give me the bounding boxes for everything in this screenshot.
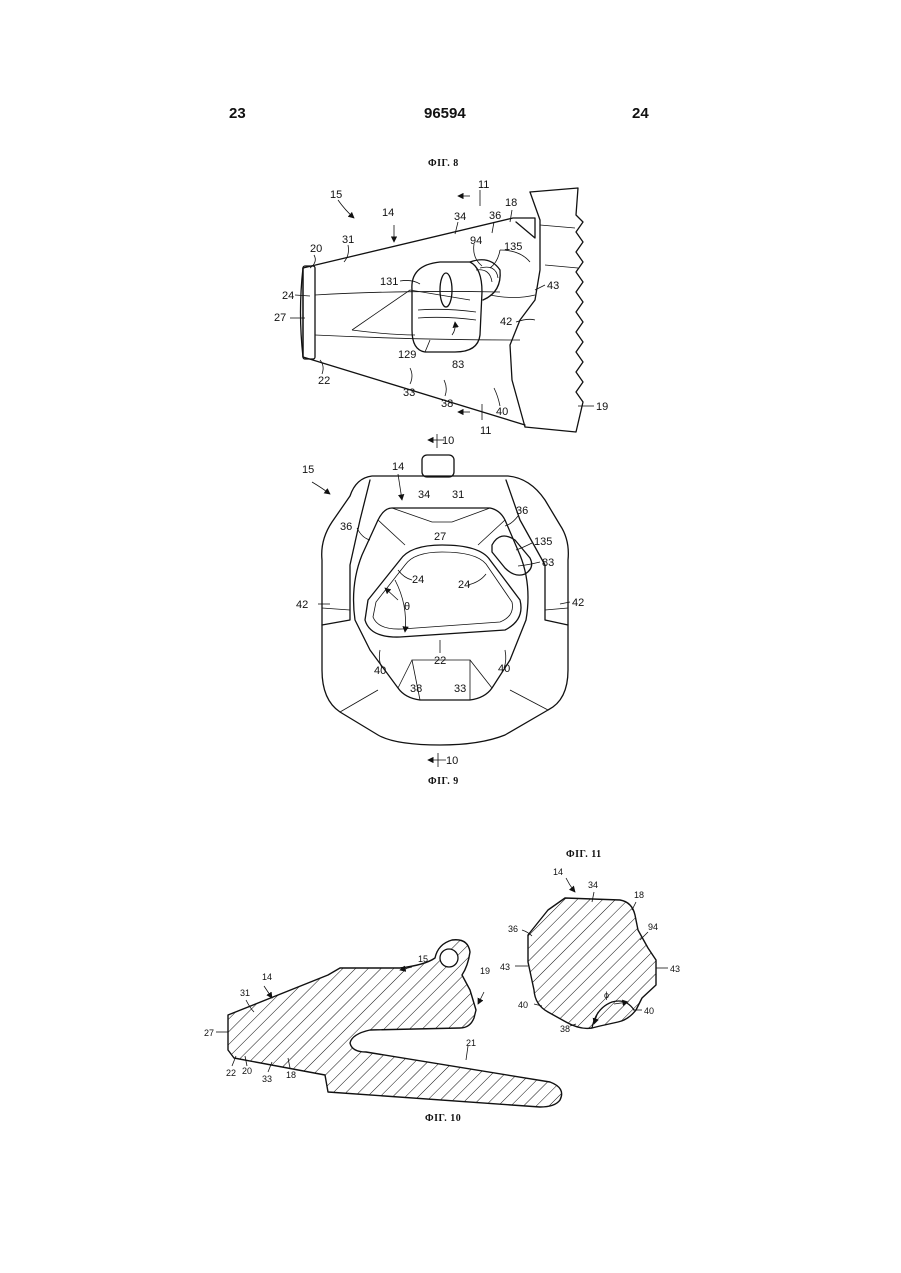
fig9-drawing: 10 15 14 34 31 36 36 27 135 83 24 24 42 … xyxy=(296,434,584,767)
fig11-label-34: 34 xyxy=(588,880,598,890)
fig9-label-135: 135 xyxy=(534,536,552,548)
fig11-label-phi: ϕ xyxy=(604,990,609,1000)
fig9-label-40a: 40 xyxy=(374,665,386,677)
fig8-drawing: 15 14 11 34 36 18 20 31 94 135 131 24 43… xyxy=(274,179,608,437)
fig10-label-33: 33 xyxy=(262,1074,272,1084)
fig9-label-33: 33 xyxy=(454,683,466,695)
fig8-label-18: 18 xyxy=(505,197,517,209)
fig8-label-40: 40 xyxy=(496,406,508,418)
fig9-label-15: 15 xyxy=(302,464,314,476)
fig9-label-83: 83 xyxy=(542,557,554,569)
fig9-label-42b: 42 xyxy=(572,597,584,609)
fig9-label-24b: 24 xyxy=(458,579,470,591)
fig10-label-31: 31 xyxy=(240,988,250,998)
fig8-label-36: 36 xyxy=(489,210,501,222)
fig9-label-42a: 42 xyxy=(296,599,308,611)
fig8-label-31: 31 xyxy=(342,234,354,246)
fig11-drawing: 14 34 18 36 94 43 43 40 ϕ 40 38 xyxy=(500,867,680,1034)
fig8-label-131: 131 xyxy=(380,276,398,288)
fig8-label-38: 38 xyxy=(441,398,453,410)
fig8-label-94: 94 xyxy=(470,235,482,247)
fig8-label-22: 22 xyxy=(318,375,330,387)
fig9-label-31: 31 xyxy=(452,489,464,501)
fig9-label-34: 34 xyxy=(418,489,430,501)
fig11-label-43a: 43 xyxy=(500,962,510,972)
fig9-label-10a: 10 xyxy=(442,435,454,447)
fig11-label-38: 38 xyxy=(560,1024,570,1034)
fig8-label-83: 83 xyxy=(452,359,464,371)
fig8-label-34: 34 xyxy=(454,211,466,223)
fig9-label-36a: 36 xyxy=(340,521,352,533)
fig11-label-94: 94 xyxy=(648,922,658,932)
fig9-label-22: 22 xyxy=(434,655,446,667)
fig8-label-15: 15 xyxy=(330,189,342,201)
fig8-label-43: 43 xyxy=(547,280,559,292)
fig8-label-11a: 11 xyxy=(478,179,489,191)
fig10-label-20: 20 xyxy=(242,1066,252,1076)
fig10-label-22: 22 xyxy=(226,1068,236,1078)
fig10-label-15: 15 xyxy=(418,954,428,964)
fig11-label-40b: 40 xyxy=(644,1006,654,1016)
fig9-label-36b: 36 xyxy=(516,505,528,517)
fig10-label-18: 18 xyxy=(286,1070,296,1080)
fig8-label-20: 20 xyxy=(310,243,322,255)
fig9-label-24a: 24 xyxy=(412,574,424,586)
fig11-label-18: 18 xyxy=(634,890,644,900)
fig10-label-27: 27 xyxy=(204,1028,214,1038)
fig8-label-24: 24 xyxy=(282,290,294,302)
fig9-label-27: 27 xyxy=(434,531,446,543)
fig8-label-129: 129 xyxy=(398,349,416,361)
fig9-label-38: 38 xyxy=(410,683,422,695)
fig9-label-10b: 10 xyxy=(446,755,458,767)
fig8-label-14: 14 xyxy=(382,207,394,219)
fig11-label-36: 36 xyxy=(508,924,518,934)
fig9-label-40b: 40 xyxy=(498,663,510,675)
fig10-label-21: 21 xyxy=(466,1038,476,1048)
fig9-label-theta: θ xyxy=(404,601,410,613)
fig8-label-135: 135 xyxy=(504,241,522,253)
fig9-label-14: 14 xyxy=(392,461,404,473)
fig11-label-40a: 40 xyxy=(518,1000,528,1010)
fig8-label-27: 27 xyxy=(274,312,286,324)
fig8-label-19: 19 xyxy=(596,401,608,413)
fig10-label-19: 19 xyxy=(480,966,490,976)
fig8-label-42: 42 xyxy=(500,316,512,328)
fig8-label-11b: 11 xyxy=(480,425,491,437)
fig8-label-33: 33 xyxy=(403,387,415,399)
fig11-label-14: 14 xyxy=(553,867,563,877)
fig10-label-14: 14 xyxy=(262,972,272,982)
fig11-label-43b: 43 xyxy=(670,964,680,974)
